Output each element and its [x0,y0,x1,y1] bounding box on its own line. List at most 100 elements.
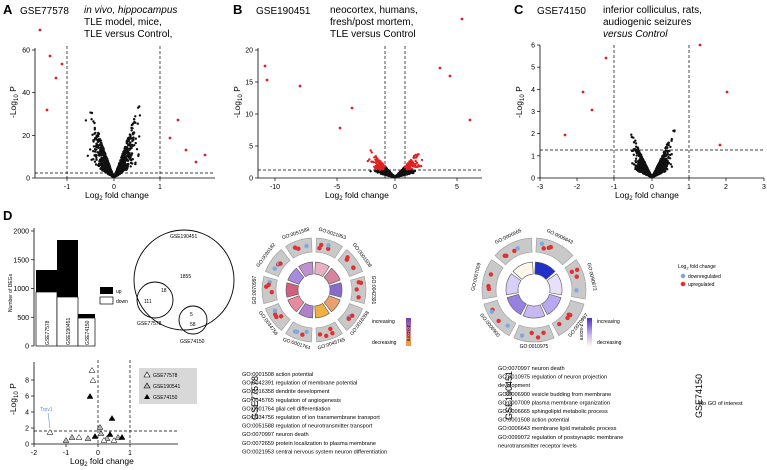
small-volcano-ytick-label: 0 [25,442,29,449]
panel-a-point [96,151,99,154]
go2-row: GO:0070997 neuron death [498,366,565,372]
small-volcano-ytick-label: 8 [25,378,29,385]
panel-a-outlier [194,160,198,164]
panel-a-point [134,137,137,140]
zscore1-decreasing: decreasing [372,340,397,346]
panel-c-point [640,160,643,163]
panel-c-point [639,162,642,165]
panel-a-ytick-label: 20 [22,133,30,140]
panel-b-point [368,158,371,161]
panel-c-desc-2: audiogenic seizures [603,17,691,28]
panel-a-point [93,150,97,153]
panel-c-point [637,164,641,167]
panel-c-point [637,161,640,164]
panel-a-point [120,170,124,174]
panel-a-point [121,160,124,163]
panel-c-ytick-label: 5 [531,65,535,72]
panel-b-point [370,151,373,154]
panel-c-point [630,133,633,136]
panel-b-outlier [468,118,472,122]
circle2-gene-dot [496,318,501,324]
panel-c-point [636,169,640,173]
panel-b-point [402,168,405,171]
panel-c-outlier [698,43,702,47]
panel-b-outlier [265,78,269,82]
panel-a-point [89,148,92,151]
circle2-gene-dot [569,269,575,274]
panel-a-point [115,172,119,176]
panel-a-point [108,166,112,169]
bar-ytick-label: 1000 [13,286,29,293]
circle2-zscore-segment [522,304,546,319]
bar-ylabel: Number of DEGs [8,273,14,312]
circle1-gene-dot [324,333,329,339]
venn-count-1855: 1855 [180,274,191,280]
panel-a-point [95,148,98,151]
circle1-gene-dot [344,257,349,262]
panel-c-point [670,153,673,156]
venn-label-gse190451: GSE190451 [170,234,197,240]
panel-b-point [384,168,388,171]
panel-c-point [632,141,636,144]
circle1-gene-dot [350,313,355,318]
panel-b-point [410,162,413,165]
panel-a-point [100,158,104,161]
panel-c-point [670,165,674,168]
panel-a-point [97,146,100,149]
venn-count-58: 58 [190,322,196,328]
venn-count-111: 111 [144,299,152,305]
venn-circle-gse77578 [136,281,174,319]
small-volcano-triangle [89,377,97,383]
panel-a-xlabel: Log2 fold change [85,190,149,202]
panel-c-point [634,157,638,160]
panel-c-point [661,165,665,168]
panel-c-point [669,163,672,166]
panel-a-point [90,118,93,121]
go2-row: neurotransmitter receptor levels [498,443,577,449]
panel-a-point [131,139,134,143]
panel-a-point [134,141,137,145]
panel-a-point [93,160,97,163]
circle1-zscore-segment [323,267,341,285]
panel-b-point [407,169,410,173]
go1-row: GO:0045765 regulation of angiogenesis [242,398,341,404]
circle1-zscore-segment [287,267,305,285]
venn-circle-gse190451 [133,229,235,331]
zscore-scale-1: increasing decreasing z-score [372,318,411,346]
panel-b-ytick-label: 15 [245,80,253,87]
zscore-gradient-2 [587,318,592,346]
legend-down-label: down [116,299,128,305]
panel-b-point [378,168,382,171]
panel-a-point [111,174,114,177]
panel-a-point [125,167,129,170]
panel-b-point [408,160,411,163]
panel-a-point [123,154,126,158]
panel-b-point [374,161,378,164]
panel-a-point [124,158,128,162]
panel-a-point [93,128,97,131]
panel-a-ytick-label: 60 [22,48,30,55]
panel-a-desc-3: TLE versus Control, [84,29,172,40]
panel-a-point [130,152,134,155]
small-volcano-triangle [46,429,54,435]
small-volcano-triangle [84,435,92,441]
panel-c-point [658,168,662,172]
panel-b-outlier [448,74,452,78]
circle1-gene-dot [326,243,331,248]
panel-c-point [634,142,638,145]
circle2-gene-dot [519,333,525,338]
venn-diagram: GSE190451 GSE77578 GSE74150 1855 111 18 … [133,229,235,345]
circle2-gene-dot [541,330,546,336]
small-volcano-triangle [108,415,116,421]
go1-row: GO:0001508 action potential [242,372,313,378]
circle2-gene-dot [548,244,554,250]
panel-c-xtick-label: 2 [724,184,728,191]
panel-b-point [376,157,379,160]
panel-c-point [666,143,670,146]
panel-c-point [648,172,652,176]
panel-b-desc-3: TLE versus Control [330,29,416,40]
circle1-gene-dot [292,245,298,250]
circle2-gene-dot [565,315,570,321]
panel-c-point [632,136,635,139]
go2-row: GO:0010975 regulation of neuron projecti… [498,375,607,381]
